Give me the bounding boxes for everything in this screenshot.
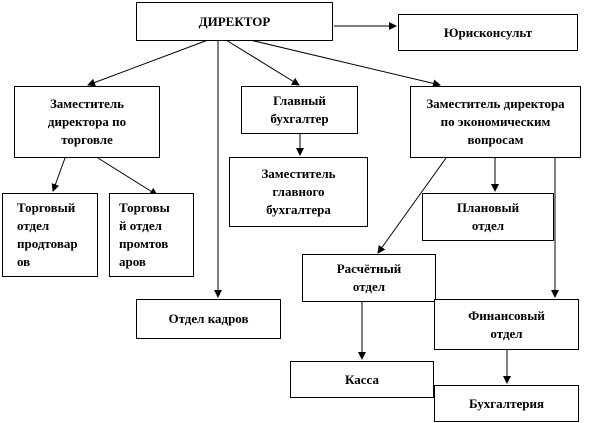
deputy-chief-accountant-label: Заместитель главного бухгалтера [261,166,336,217]
accounting-box: Бухгалтерия [434,385,579,422]
accounting-label: Бухгалтерия [469,395,544,411]
settlement-dept-label: Расчётный отдел [336,261,402,294]
arrow-deputy-trade-to-trade-industrial [97,157,158,196]
arrow-director-to-chief-accountant [225,39,300,86]
personnel-dept-label: Отдел кадров [168,311,249,326]
deputy-trade-label: Заместитель директора по торговле [47,96,127,147]
arrow-director-to-deputy-trade [87,39,209,87]
settlement-dept-box: Расчётный отдел [302,254,436,302]
cash-desk-box: Касса [290,361,434,398]
legal-counsel-label: Юрисконсульт [443,24,533,40]
chief-accountant-box: Главный бухгалтер [241,86,358,134]
director-box: ДИРЕКТОР [136,2,333,41]
trade-industrial-dept-label: Торговы й отдел промтов аров [119,200,170,269]
chief-accountant-label: Главный бухгалтер [270,93,329,126]
arrow-director-to-deputy-economic [249,39,441,88]
arrow-deputy-trade-to-trade-food [51,157,66,192]
planning-dept-box: Плановый отдел [422,193,554,241]
deputy-economic-box: Заместитель директора по экономическим в… [410,86,581,158]
deputy-economic-label: Заместитель директора по экономическим в… [426,96,565,147]
trade-food-dept-box: Торговый отдел продтовар ов [2,193,98,277]
trade-industrial-dept-box: Торговы й отдел промтов аров [109,193,194,277]
legal-counsel-box: Юрисконсульт [398,14,578,51]
planning-dept-label: Плановый отдел [456,200,520,233]
cash-desk-label: Касса [345,371,379,387]
deputy-trade-box: Заместитель директора по торговле [14,86,160,158]
trade-food-dept-label: Торговый отдел продтовар ов [17,200,78,269]
finance-dept-box: Финансовый отдел [434,299,579,350]
personnel-dept-box: Отдел кадров [136,299,281,339]
finance-dept-label: Финансовый отдел [468,307,545,341]
arrow-deputy-economic-to-settlement [377,157,447,254]
director-label: ДИРЕКТОР [198,13,271,29]
deputy-chief-accountant-box: Заместитель главного бухгалтера [229,157,368,227]
